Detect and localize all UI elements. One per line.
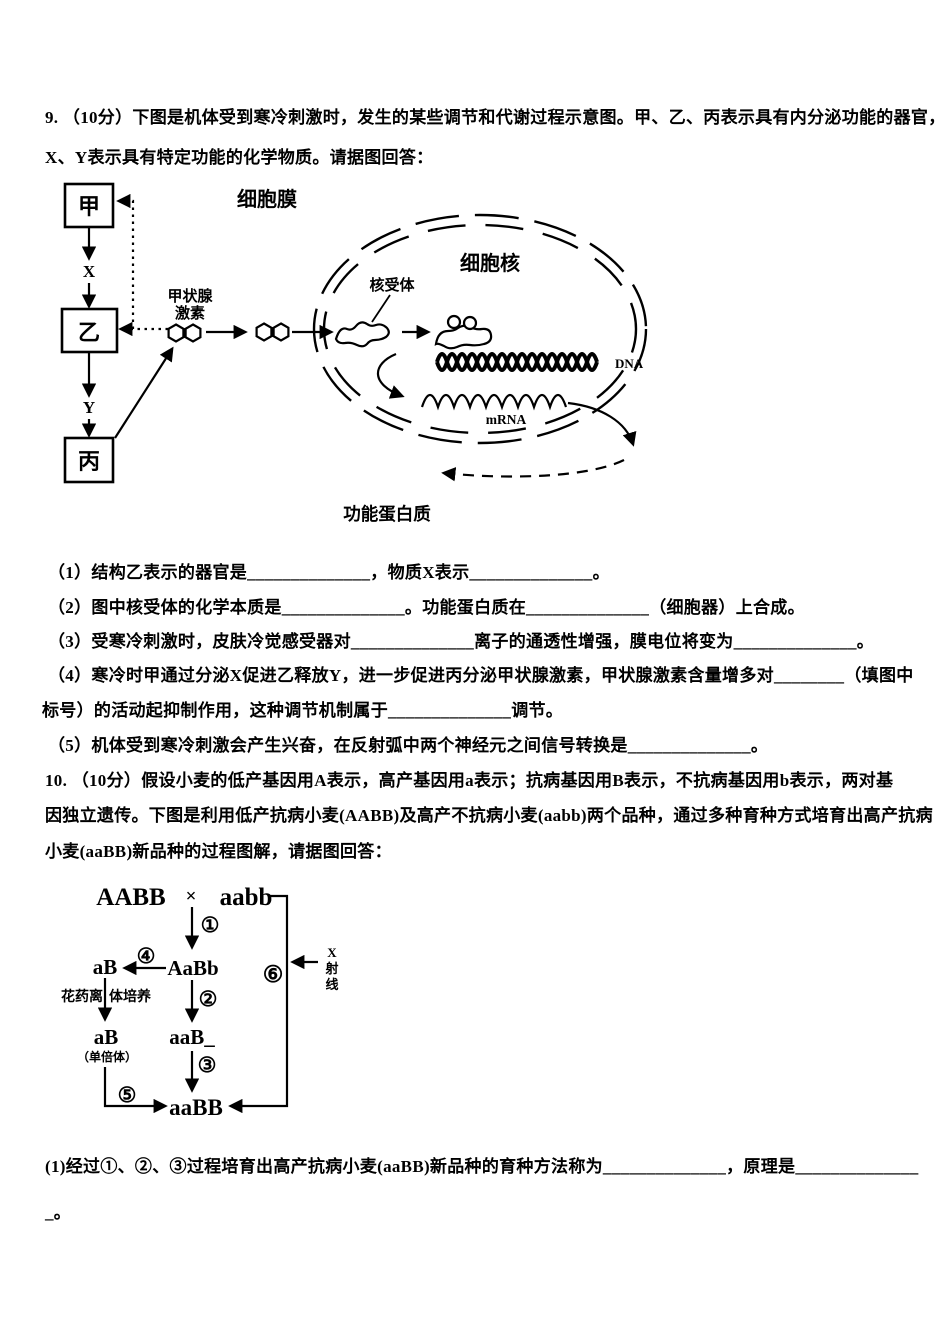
xray-label-2: 射 <box>324 961 338 976</box>
q9-sub-4-line1: （4）寒冷时甲通过分泌X促进乙释放Y，进一步促进丙分泌甲状腺激素，甲状腺激素含量… <box>48 666 914 685</box>
cross-symbol: × <box>186 886 197 907</box>
q10-diagram: AABB × aabb ⑥ X 射 线 ① AaBb ④ aB 花药离 体培养 … <box>61 884 339 1120</box>
cell-membrane-label: 细胞膜 <box>237 187 297 211</box>
parent2-genotype: aabb <box>220 884 273 911</box>
q9-sub-5: （5）机体受到寒冷刺激会产生兴奋，在反射弧中两个神经元之间信号转换是______… <box>48 736 769 755</box>
substance-x-label: X <box>83 262 96 281</box>
q9-sub-4-line2: 标号）的活动起抑制作用，这种调节机制属于______________调节。 <box>42 701 564 720</box>
anther-culture-label-right: 体培养 <box>109 988 152 1005</box>
step6-path <box>228 894 289 1114</box>
nuclear-receptor-label: 核受体 <box>369 276 415 294</box>
step4-label: ④ <box>137 944 156 968</box>
hormone-molecule-icon <box>272 322 290 342</box>
nuclear-receptor-pointer <box>371 294 391 323</box>
mrna-label: mRNA <box>486 412 527 427</box>
step5-label: ⑤ <box>118 1083 137 1107</box>
organ-jia-box <box>63 182 115 229</box>
parent1-genotype: AABB <box>96 884 165 911</box>
functional-protein-label: 功能蛋白质 <box>343 504 431 524</box>
target-genotype: aaBB <box>169 1095 223 1120</box>
haploid-genotype: aB <box>94 1025 119 1049</box>
q9-sub-2: （2）图中核受体的化学本质是______________。功能蛋白质在_____… <box>48 598 805 617</box>
feedback-dotted-to-jia <box>116 193 168 331</box>
nuclear-envelope-inner <box>322 223 638 435</box>
nucleus-label: 细胞核 <box>460 251 520 275</box>
q9-intro-line1: 9. （10分）下图是机体受到寒冷刺激时，发生的某些调节和代谢过程示意图。甲、乙… <box>45 108 946 127</box>
q9-intro-line2: X、Y表示具有特定功能的化学物质。请据图回答： <box>45 148 434 167</box>
translation-dashed-arrow <box>441 459 625 482</box>
gamete-genotype: aB <box>93 955 118 979</box>
nuclear-receptor-shape <box>334 321 390 348</box>
step5-path <box>103 1067 168 1114</box>
q10-intro-line2: 因独立遗传。下图是利用低产抗病小麦(AABB)及高产不抗病小麦(aabb)两个品… <box>45 806 933 825</box>
hormone-molecule-icon <box>167 323 185 343</box>
complex-molecule-icon <box>446 314 462 330</box>
anther-culture-label-left: 花药离 <box>61 988 103 1005</box>
thyroid-hormone-label-line1: 甲状腺 <box>167 287 213 305</box>
complex-molecule-icon <box>462 315 478 331</box>
q10-sub-1-line1: (1)经过①、②、③过程培育出高产抗病小麦(aaBB)新品种的育种方法称为___… <box>45 1157 919 1176</box>
organ-yi-box <box>60 307 119 354</box>
mrna-export-arrow <box>567 401 637 447</box>
q10-intro-line1: 10. （10分）假设小麦的低产基因用A表示，高产基因用a表示；抗病基因用B表示… <box>45 771 894 790</box>
haploid-note: （单倍体） <box>77 1049 137 1064</box>
dna-helix <box>435 352 599 372</box>
q9-sub-1: （1）结构乙表示的器官是______________，物质X表示________… <box>48 563 610 582</box>
organ-bing-box <box>63 436 115 484</box>
step3-label: ③ <box>198 1053 217 1077</box>
xray-label-3: 线 <box>325 977 338 992</box>
receptor-complex-shape <box>434 324 493 350</box>
xray-label-1: X <box>327 945 337 960</box>
step1-label: ① <box>201 913 220 937</box>
mrna-wave <box>420 393 568 411</box>
organ-bing-label: 丙 <box>78 449 100 474</box>
q10-intro-line3: 小麦(aaBB)新品种的过程图解，请据图回答： <box>45 842 392 861</box>
nuclear-envelope-outer <box>312 213 648 445</box>
hormone-molecule-icon <box>255 322 273 342</box>
dna-label: DNA <box>615 356 644 371</box>
arrow-bing-secretes-hormone <box>114 346 174 439</box>
thyroid-hormone-label-line2: 激素 <box>175 304 205 322</box>
hormone-molecule-icon <box>184 323 202 343</box>
organ-yi-label: 乙 <box>78 320 100 345</box>
substance-y-label: Y <box>83 398 95 417</box>
q9-sub-3: （3）受寒冷刺激时，皮肤冷觉感受器对______________离子的通透性增强… <box>48 632 875 651</box>
organ-jia-label: 甲 <box>78 194 100 219</box>
q9-diagram: 甲 X 乙 Y 丙 细胞膜 甲状腺 激素 细胞核 核受体 <box>60 182 648 524</box>
f1-genotype: AaBb <box>167 956 218 980</box>
transcription-arrow <box>376 352 405 399</box>
q10-sub-1-line2: _。 <box>45 1203 72 1222</box>
step6-label: ⑥ <box>263 962 284 987</box>
step2-label: ② <box>199 987 218 1011</box>
f2-genotype: aaB_ <box>169 1025 215 1049</box>
